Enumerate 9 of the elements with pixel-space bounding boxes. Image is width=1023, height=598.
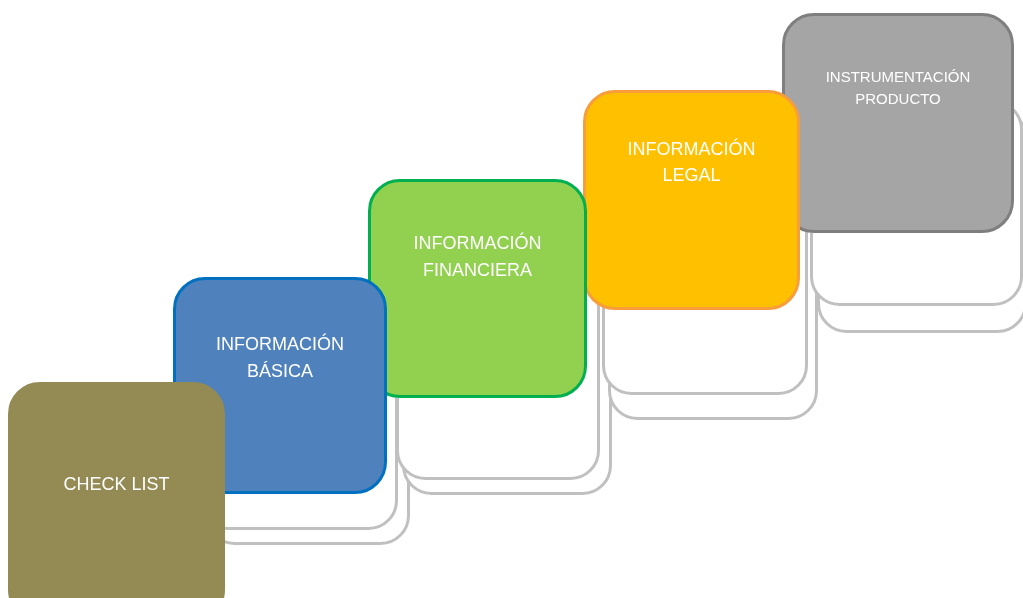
step-label: INFORMACIÓN FINANCIERA xyxy=(412,231,543,282)
step-box xyxy=(368,179,587,398)
step-box xyxy=(8,382,225,598)
step-label: INFORMACIÓN LEGAL xyxy=(626,137,757,187)
step-label: INSTRUMENTACIÓN PRODUCTO xyxy=(824,67,972,109)
step-label: INFORMACIÓN BÁSICA xyxy=(215,332,345,383)
step-box xyxy=(782,13,1014,233)
step-label: CHECK LIST xyxy=(63,472,170,496)
step-box xyxy=(583,90,800,310)
